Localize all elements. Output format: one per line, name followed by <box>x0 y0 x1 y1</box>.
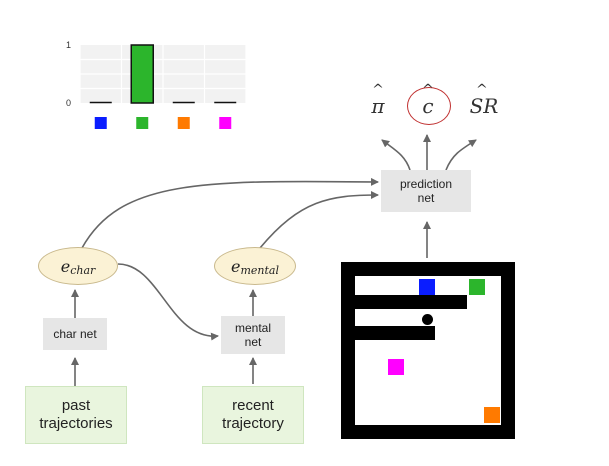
arrow-echar-to-mentalnet <box>117 263 219 341</box>
c-label: c <box>422 94 434 118</box>
goal-orange <box>484 407 500 423</box>
sr-hat: ^ <box>476 82 488 98</box>
pi-label: π <box>371 94 385 118</box>
chart-category-swatch <box>177 117 190 129</box>
chart-category-swatch <box>136 117 149 129</box>
past-trajectories-node: past trajectories <box>25 386 127 444</box>
agent-dot <box>422 314 433 325</box>
maze-wall-inner-1 <box>355 295 467 309</box>
output-sr: ^ SR <box>466 82 502 118</box>
chart-category-swatch <box>94 117 107 129</box>
maze-wall-inner-2 <box>355 326 435 340</box>
arrow-prediction-to-sr <box>445 139 477 171</box>
e-char-base: e <box>60 256 71 276</box>
sr-label: SR <box>469 94 499 118</box>
c-hat: ^ <box>422 82 434 98</box>
maze-wall-top <box>341 262 515 276</box>
arrow-echar-to-prediction <box>81 177 379 249</box>
arrow-ementa-to-prediction <box>259 191 379 249</box>
output-pi: ^ π <box>366 82 390 118</box>
maze-wall-left <box>341 262 355 439</box>
c-highlight-circle <box>407 87 451 125</box>
pi-hat: ^ <box>372 82 384 98</box>
maze-wall-bottom <box>341 425 515 439</box>
goal-green <box>469 279 485 295</box>
chart-category-swatch <box>219 117 232 129</box>
output-c: ^ c <box>416 82 440 118</box>
mental-net-node: mental net <box>221 316 285 354</box>
char-net-node: char net <box>43 318 107 350</box>
chart-bar <box>130 44 154 104</box>
arrow-prediction-to-pi <box>381 139 411 171</box>
gridworld-maze <box>341 262 515 439</box>
goal-magenta <box>388 359 404 375</box>
e-mental-sub: mental <box>240 263 279 277</box>
goal-blue <box>419 279 435 295</box>
maze-wall-right <box>501 262 515 439</box>
recent-trajectory-node: recent trajectory <box>202 386 304 444</box>
prediction-net-node: prediction net <box>381 170 471 212</box>
chart-ytick-label: 1 <box>66 40 71 50</box>
chart-ytick-label: 0 <box>66 98 71 108</box>
e-char-sub: char <box>70 263 96 277</box>
e-mental-base: e <box>231 256 241 276</box>
